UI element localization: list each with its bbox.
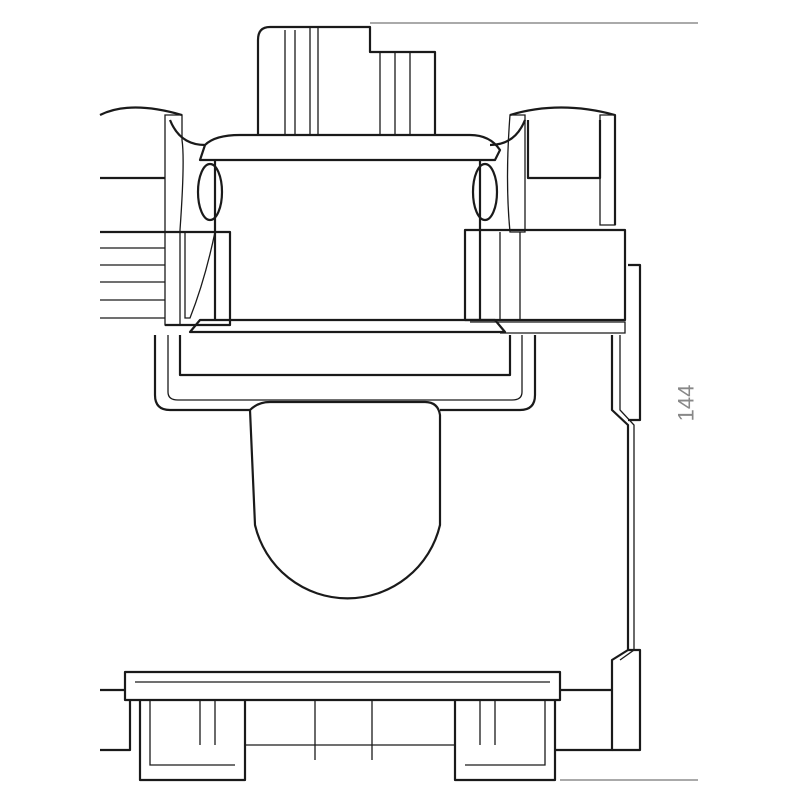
lens-dome (248, 400, 442, 600)
lower-tray (153, 335, 537, 412)
dimension-label: 144 (673, 384, 699, 422)
left-wall (99, 106, 232, 327)
base-plate (100, 670, 614, 782)
top-connector (256, 25, 437, 135)
side-bracket (610, 263, 642, 752)
main-housing (168, 119, 527, 334)
right-wall (463, 106, 627, 334)
